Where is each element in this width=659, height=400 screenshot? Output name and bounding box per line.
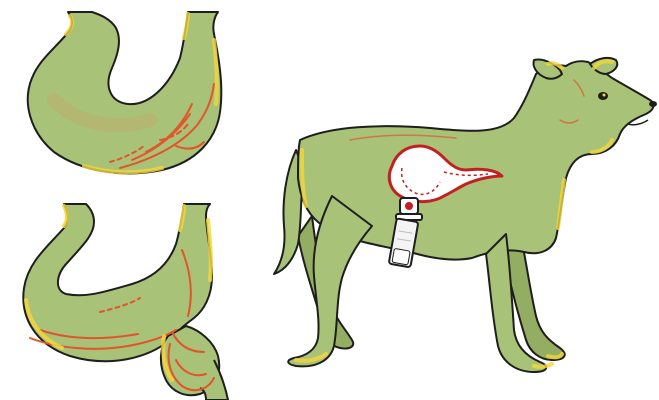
dog-nose — [649, 101, 657, 107]
fistula-cannula — [396, 198, 422, 220]
stomach-normal — [28, 12, 222, 173]
dog-figure — [274, 58, 657, 372]
stomach-with-pouch — [23, 204, 228, 400]
